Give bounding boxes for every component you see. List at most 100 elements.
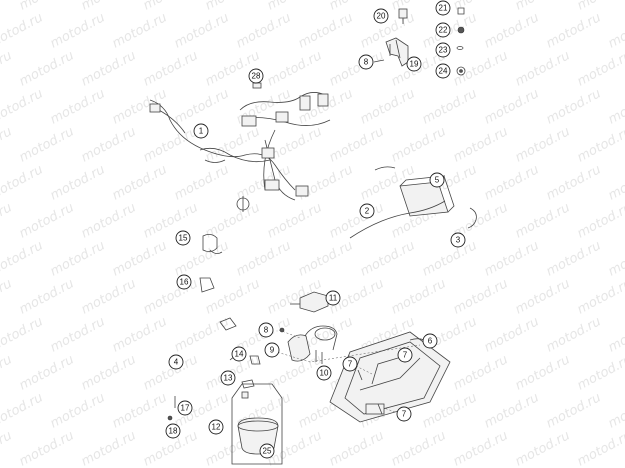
- watermark-text: motod.ru: [451, 276, 511, 317]
- watermark-text: motod.ru: [0, 162, 46, 203]
- svg-text:5: 5: [435, 176, 440, 185]
- watermark-text: motod.ru: [482, 10, 542, 51]
- watermark-text: motod.ru: [203, 200, 263, 241]
- callout-21: 21: [435, 0, 451, 16]
- watermark-text: motod.ru: [141, 200, 201, 241]
- callout-7c: 7: [396, 406, 412, 422]
- watermark-text: motod.ru: [606, 162, 625, 203]
- watermark-text: motod.ru: [203, 0, 263, 14]
- callout-8a: 8: [358, 54, 374, 70]
- watermark-text: motod.ru: [575, 428, 625, 468]
- callout-8b: 8: [258, 322, 274, 338]
- svg-text:24: 24: [439, 67, 448, 76]
- svg-text:4: 4: [174, 358, 179, 367]
- watermark-text: motod.ru: [513, 124, 573, 165]
- callout-3: 3: [450, 232, 466, 248]
- watermark-text: motod.ru: [141, 48, 201, 89]
- watermark-text: motod.ru: [0, 48, 15, 89]
- svg-text:2: 2: [365, 207, 370, 216]
- callout-22: 22: [435, 22, 451, 38]
- watermark-text: motod.ru: [141, 276, 201, 317]
- part-9-regulator: [287, 325, 338, 362]
- part-14-clamp: [249, 355, 261, 365]
- watermark-text: motod.ru: [389, 428, 449, 468]
- watermark-text: motod.ru: [544, 162, 604, 203]
- watermark-text: motod.ru: [482, 314, 542, 355]
- watermark-text: motod.ru: [482, 238, 542, 279]
- watermark-text: motod.ru: [0, 0, 15, 14]
- callout-7a: 7: [342, 356, 358, 372]
- watermark-text: motod.ru: [513, 428, 573, 468]
- watermark-text: motod.ru: [420, 238, 480, 279]
- svg-text:17: 17: [181, 404, 190, 413]
- watermark-text: motod.ru: [513, 200, 573, 241]
- callout-24: 24: [435, 63, 451, 79]
- watermark-text: motod.ru: [48, 314, 108, 355]
- watermark-text: motod.ru: [110, 10, 170, 51]
- watermark-text: motod.ru: [513, 352, 573, 393]
- watermark-text: motod.ru: [606, 10, 625, 51]
- watermark-text: motod.ru: [544, 10, 604, 51]
- watermark-text: motod.ru: [544, 238, 604, 279]
- svg-text:8: 8: [364, 58, 369, 67]
- svg-text:28: 28: [252, 72, 261, 81]
- callout-17: 17: [177, 400, 193, 416]
- watermark-text: motod.ru: [79, 200, 139, 241]
- svg-text:11: 11: [329, 294, 338, 303]
- leader-lines: [269, 329, 421, 413]
- watermark-text: motod.ru: [0, 200, 15, 241]
- watermark-text: motod.ru: [296, 238, 356, 279]
- callout-12: 12: [208, 419, 224, 435]
- callout-19: 19: [406, 56, 422, 72]
- watermark-text: motod.ru: [0, 124, 15, 165]
- watermark-text: motod.ru: [48, 86, 108, 127]
- part-24-grommet: [456, 66, 466, 76]
- callouts: 1 2 3 4 5 6 7 7 7 8 8 9 10 11 12 13 14 1…: [165, 0, 466, 459]
- watermark-text: motod.ru: [79, 428, 139, 468]
- svg-text:7: 7: [402, 410, 407, 419]
- watermark-text: motod.ru: [420, 86, 480, 127]
- watermark-text: motod.ru: [451, 0, 511, 14]
- watermark-text: motod.ru: [110, 162, 170, 203]
- svg-text:18: 18: [169, 427, 178, 436]
- watermark-text: motod.ru: [482, 390, 542, 431]
- watermark-text: motod.ru: [544, 390, 604, 431]
- watermark-text: motod.ru: [482, 162, 542, 203]
- watermark-text: motod.ru: [17, 124, 77, 165]
- watermark-text: motod.ru: [17, 428, 77, 468]
- watermark-text: motod.ru: [575, 276, 625, 317]
- svg-text:14: 14: [235, 350, 244, 359]
- svg-text:15: 15: [179, 234, 188, 243]
- watermark-text: motod.ru: [110, 238, 170, 279]
- svg-text:7: 7: [348, 360, 353, 369]
- watermark-text: motod.ru: [606, 390, 625, 431]
- watermark-text: motod.ru: [327, 200, 387, 241]
- watermark-text: motod.ru: [389, 276, 449, 317]
- svg-text:12: 12: [212, 423, 221, 432]
- watermark-text: motod.ru: [0, 10, 46, 51]
- part-21-clip: [457, 7, 465, 15]
- watermark-text: motod.ru: [575, 352, 625, 393]
- part-19-bracket: [385, 37, 409, 67]
- callout-1: 1: [193, 123, 209, 139]
- svg-text:10: 10: [320, 369, 329, 378]
- watermark-text: motod.ru: [0, 428, 15, 468]
- part-15-relay: [202, 234, 223, 254]
- watermark-text: motod.ru: [451, 48, 511, 89]
- callout-7b: 7: [397, 347, 413, 363]
- callout-25: 25: [259, 443, 275, 459]
- callout-15: 15: [175, 230, 191, 246]
- watermark-text: motod.ru: [79, 0, 139, 14]
- watermark-text: motod.ru: [79, 352, 139, 393]
- callout-28: 28: [248, 68, 264, 84]
- svg-text:23: 23: [439, 46, 448, 55]
- watermark-text: motod.ru: [0, 352, 15, 393]
- part-23-washer: [456, 46, 464, 50]
- watermark-text: motod.ru: [327, 48, 387, 89]
- svg-text:22: 22: [439, 26, 448, 35]
- watermark-text: motod.ru: [17, 352, 77, 393]
- watermark-text: motod.ru: [513, 0, 573, 14]
- svg-text:13: 13: [224, 374, 233, 383]
- watermark-text: motod.ru: [79, 276, 139, 317]
- watermark-text: motod.ru: [544, 86, 604, 127]
